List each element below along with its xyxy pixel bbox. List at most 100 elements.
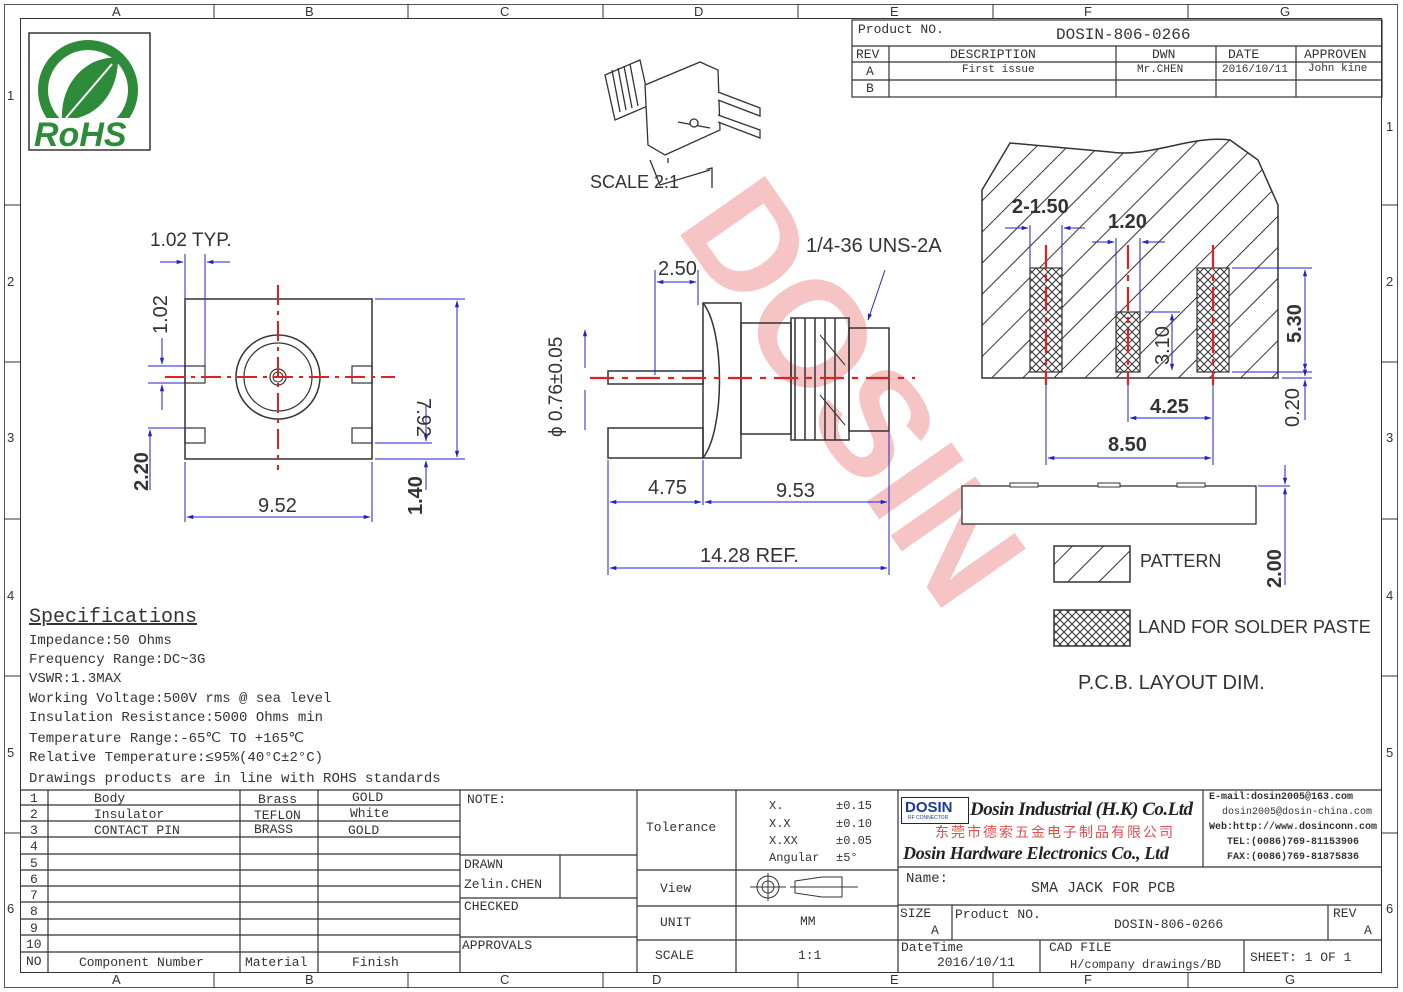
bom-no-2: 2 [30,807,38,822]
bom-finish-1: GOLD [352,790,384,805]
cad-label: CAD FILE [1049,940,1112,955]
bom-header-material: Material [245,955,308,970]
zone-col-c-bottom: C [500,972,510,987]
company-email-1: E-mail:dosin2005@163.com [1209,792,1354,803]
zone-row-4-right: 4 [1386,588,1394,603]
tol-v-2: ±0.10 [836,817,873,831]
pcb-side-view [961,482,1257,525]
company-name-en-2: Dosin Hardware Electronics Co., Ltd [903,843,1169,863]
zone-row-5-right: 5 [1386,745,1394,760]
dim-1-40: 1.40 [405,476,427,515]
dim-1-02: 1.02 [150,295,172,334]
scale-label: SCALE [655,948,695,963]
zone-col-a-bottom: A [112,972,121,987]
footer-rev-label: REV [1333,906,1357,921]
approvals-label: APPROVALS [462,938,533,953]
tol-k-2: X.X [769,817,791,831]
dim-2-00: 2.00 [1264,549,1286,588]
company-name-en-1: Dosin Industrial (H.K) Co.Ltd [970,799,1193,820]
bom-no-7: 7 [30,888,38,903]
rohs-text: RoHS [34,116,127,154]
iso-view [604,59,761,188]
pcb-dims [1005,225,1312,465]
dim-4-25: 4.25 [1150,396,1189,418]
drawing-inner-border [20,18,1382,973]
dim-2-50: 2.50 [658,258,697,280]
scale-value: 1:1 [798,948,822,963]
bom-no-9: 9 [30,921,38,936]
dim-4-75: 4.75 [648,477,687,499]
projection-symbol [750,873,858,901]
dosin-logo-text: DOSIN [905,799,953,816]
spec-temperature: Temperature Range:-65℃ TO +165℃ [29,731,305,747]
bom-header-finish: Finish [352,955,399,970]
spec-rohs: Drawings products are in line with ROHS … [29,771,441,787]
desc-header: DESCRIPTION [950,47,1036,62]
dosin-logo-sub: RF CONNECTOR [908,815,949,821]
zone-row-1-right: 1 [1386,119,1394,134]
bom-material-2: TEFLON [254,808,301,823]
bom-name-1: Body [94,791,126,806]
footer-product-no-label: Product NO. [955,907,1041,922]
drawn-label: DRAWN [464,857,504,872]
front-dims [147,254,465,522]
zone-col-b-bottom: B [305,972,314,987]
dim-1-20: 1.20 [1108,211,1147,233]
dim-9-52: 9.52 [258,495,297,517]
thread-spec: 1/4-36 UNS-2A [806,235,942,257]
footer-rev: A [1364,923,1372,938]
dim-0-20: 0.20 [1282,388,1304,427]
spec-voltage: Working Voltage:500V rms @ sea level [29,691,332,707]
datetime-value: 2016/10/11 [937,955,1016,970]
zone-col-a: A [112,4,121,19]
bom-finish-3: GOLD [348,823,380,838]
drawn-by: Zelin.CHEN [464,877,543,892]
spec-insulation: Insulation Resistance:5000 Ohms min [29,710,324,726]
bom-no-8: 8 [30,904,38,919]
sheet-info: SHEET: 1 OF 1 [1250,950,1352,965]
side-view [590,302,915,459]
company-tel: TEL:(0086)769-81153906 [1227,837,1360,848]
bom-header-no: NO [26,954,42,969]
side-dims [582,269,890,575]
company-name-cn: 东莞市德索五金电子制品有限公司 [935,825,1175,841]
dim-5-30: 5.30 [1284,304,1306,343]
bottom-table-grid [20,789,1382,973]
bom-no-1: 1 [30,791,38,806]
zone-col-d: D [694,4,704,19]
tol-k-4: Angular [769,851,820,865]
zone-col-f: F [1084,4,1092,19]
front-view [165,285,395,470]
bom-no-6: 6 [30,872,38,887]
tol-v-4: ±5° [836,851,858,865]
part-name: SMA JACK FOR PCB [1031,880,1176,897]
zone-row-3: 3 [7,430,15,445]
dim-2-20: 2.20 [131,452,153,491]
pcb-layout [981,138,1279,385]
rev-a-approven: John kine [1308,63,1368,75]
zone-row-4: 4 [7,588,15,603]
company-fax: FAX:(0086)769-81875836 [1227,852,1360,863]
bom-header-name: Component Number [79,955,204,970]
unit-label: UNIT [660,915,692,930]
zone-col-d-bottom: D [652,972,662,987]
dosin-logo: DOSIN RF CONNECTOR [901,797,969,824]
checked-label: CHECKED [464,899,519,914]
zone-row-6-right: 6 [1386,901,1394,916]
spec-vswr: VSWR:1.3MAX [29,671,122,687]
bom-name-3: CONTACT PIN [94,823,180,838]
legend-pattern-label: PATTERN [1140,551,1222,571]
bom-no-3: 3 [30,823,38,838]
name-label: Name: [906,871,949,887]
company-email-2: dosin2005@dosin-china.com [1222,807,1373,818]
legend-pattern-swatch [1053,545,1131,583]
tol-k-3: X.XX [769,834,798,848]
zone-ticks [4,4,1398,988]
spec-impedance: Impedance:50 Ohms [29,633,172,649]
dim-7-92: 7.92 [412,398,434,437]
tol-v-3: ±0.05 [836,834,873,848]
tolerance-label: Tolerance [646,820,717,835]
footer-product-no: DOSIN-806-0266 [1114,917,1224,932]
rev-b: B [866,81,874,96]
tol-k-1: X. [769,799,784,813]
